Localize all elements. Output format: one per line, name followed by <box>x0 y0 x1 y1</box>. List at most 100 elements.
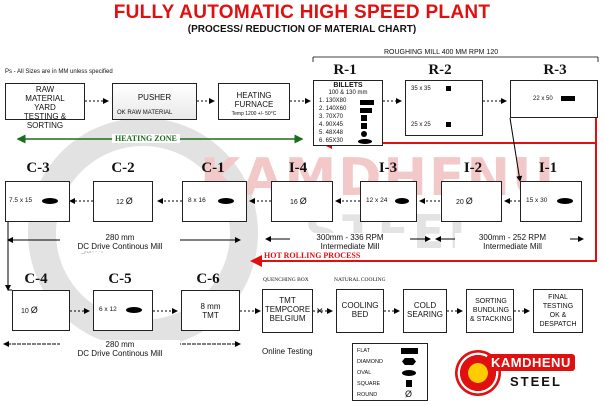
square-shape-icon <box>361 123 367 129</box>
r2-box: 35 x 35 25 x 25 <box>405 80 483 136</box>
flat-shape-icon <box>360 108 372 113</box>
kamdhenu-logo: KAMDHENU STEEL <box>455 348 595 400</box>
c6-size-1: 8 mm <box>200 302 221 311</box>
raw-line-2: MATERIAL <box>25 94 65 103</box>
r1-item-2: 2. 140X60 <box>319 106 347 112</box>
c5-box: 6 x 12 <box>93 290 153 331</box>
pusher-sub: OK RAW MATERIAL <box>117 110 173 116</box>
i4-label: I-4 <box>288 160 308 176</box>
r3-label: R-3 <box>543 62 567 78</box>
cooling-line-2: BED <box>351 310 369 319</box>
furnace-line-2: FURNACE <box>234 100 274 109</box>
i4-size-value: 16 <box>290 199 298 206</box>
r1-box: BILLETS 100 & 130 mm 1. 130X80 2. 140X60… <box>313 80 383 146</box>
i3-box: 12 x 24 <box>360 181 417 222</box>
legend-square: SQUARE <box>357 381 381 387</box>
cbm-line-1: 280 mm <box>105 340 135 349</box>
r2-size-2: 25 x 25 <box>411 122 431 128</box>
online-testing-label: Online Testing <box>262 347 313 356</box>
tmt-line-1: TMT <box>279 296 296 305</box>
flat-shape-icon <box>401 348 418 354</box>
c2-size: 12 Ø <box>116 196 133 206</box>
i3-size: 12 x 24 <box>366 197 388 204</box>
oval-shape-icon <box>358 139 372 144</box>
pusher-label: PUSHER <box>137 93 172 102</box>
page-subtitle: (PROCESS/ REDUCTION OF MATERIAL CHART) <box>187 24 417 35</box>
round-symbol-icon: Ø <box>30 305 38 315</box>
square-shape-icon <box>446 86 451 91</box>
r1-heading: BILLETS <box>333 82 363 89</box>
oval-shape-icon <box>395 198 409 204</box>
r1-label: R-1 <box>333 62 357 78</box>
logo-bottom: STEEL <box>510 374 562 389</box>
r2-size-1: 35 x 35 <box>411 86 431 92</box>
furnace-line-1: HEATING <box>236 91 272 100</box>
c5-size: 6 x 12 <box>99 306 117 313</box>
c3-box: 7.5 x 15 <box>5 181 70 222</box>
sorting-line-1: SORTING <box>475 298 507 305</box>
i1-label: I-1 <box>538 160 558 176</box>
flat-shape-icon <box>360 100 374 105</box>
c6-label: C-6 <box>196 271 220 287</box>
i3-label: I-3 <box>378 160 398 176</box>
ctm-line-2: DC Drive Continous Mill <box>77 242 163 251</box>
cbm-line-2: DC Drive Continous Mill <box>77 349 163 358</box>
raw-line-1: RAW <box>35 85 55 94</box>
final-line-4: DESPATCH <box>539 321 577 328</box>
c4-box: 10 Ø <box>12 290 70 331</box>
r1-subheading: 100 & 130 mm <box>328 90 368 96</box>
legend-round: ROUND <box>357 392 378 398</box>
r3-size: 22 x 50 <box>533 96 553 102</box>
r3-box: 22 x 50 <box>510 80 598 118</box>
pusher-box: PUSHER OK RAW MATERIAL <box>112 83 197 120</box>
square-shape-icon <box>406 380 412 387</box>
legend-flat: FLAT <box>357 348 371 354</box>
r1-item-4: 4. 90X45 <box>319 122 344 128</box>
imr-line-1: 300mm - 252 RPM <box>478 233 547 242</box>
cold-line-1: COLD <box>413 301 437 310</box>
i2-label: I-2 <box>463 160 483 176</box>
final-line-3: OK & <box>549 312 567 319</box>
page-title: FULLY AUTOMATIC HIGH SPEED PLANT <box>113 2 491 23</box>
quench-heading: QUENCHING BOX <box>263 277 309 283</box>
shape-legend: FLAT DIAMOND OVAL SQUARE ROUND Ø <box>352 343 428 401</box>
cold-line-2: SEARING <box>406 310 443 319</box>
c1-label: C-1 <box>201 160 225 176</box>
round-symbol-icon: Ø <box>465 196 473 206</box>
legend-diamond: DIAMOND <box>357 359 383 365</box>
oval-shape-icon <box>126 307 142 313</box>
c1-size: 8 x 16 <box>188 197 206 204</box>
i1-size: 15 x 30 <box>526 197 548 204</box>
r1-item-5: 5. 48X48 <box>319 130 344 136</box>
tmt-line-2: TEMPCORE <box>264 305 311 314</box>
furnace-temp: Temp 1200 +/- 50°C <box>231 111 277 117</box>
round-symbol-icon: Ø <box>299 196 307 206</box>
round-shape-icon <box>361 131 367 137</box>
sorting-line-2: BUNDLING <box>472 307 510 314</box>
hot-rolling-label: HOT ROLLING PROCESS <box>262 251 363 260</box>
legend-oval: OVAL <box>357 370 372 376</box>
c3-size: 7.5 x 15 <box>9 197 33 204</box>
i2-size: 20 Ø <box>456 196 473 206</box>
oval-shape-icon <box>42 198 58 204</box>
c4-size-value: 10 <box>21 308 29 315</box>
round-symbol-icon: Ø <box>405 389 413 399</box>
c3-label: C-3 <box>26 160 50 176</box>
r2-label: R-2 <box>428 62 452 78</box>
oval-shape-icon <box>557 198 573 204</box>
iml-line-1: 300mm - 336 RPM <box>316 233 384 242</box>
square-shape-icon <box>361 115 367 121</box>
c5-label: C-5 <box>108 271 132 287</box>
logo-top: KAMDHENU <box>487 354 575 371</box>
c4-size: 10 Ø <box>21 305 38 315</box>
